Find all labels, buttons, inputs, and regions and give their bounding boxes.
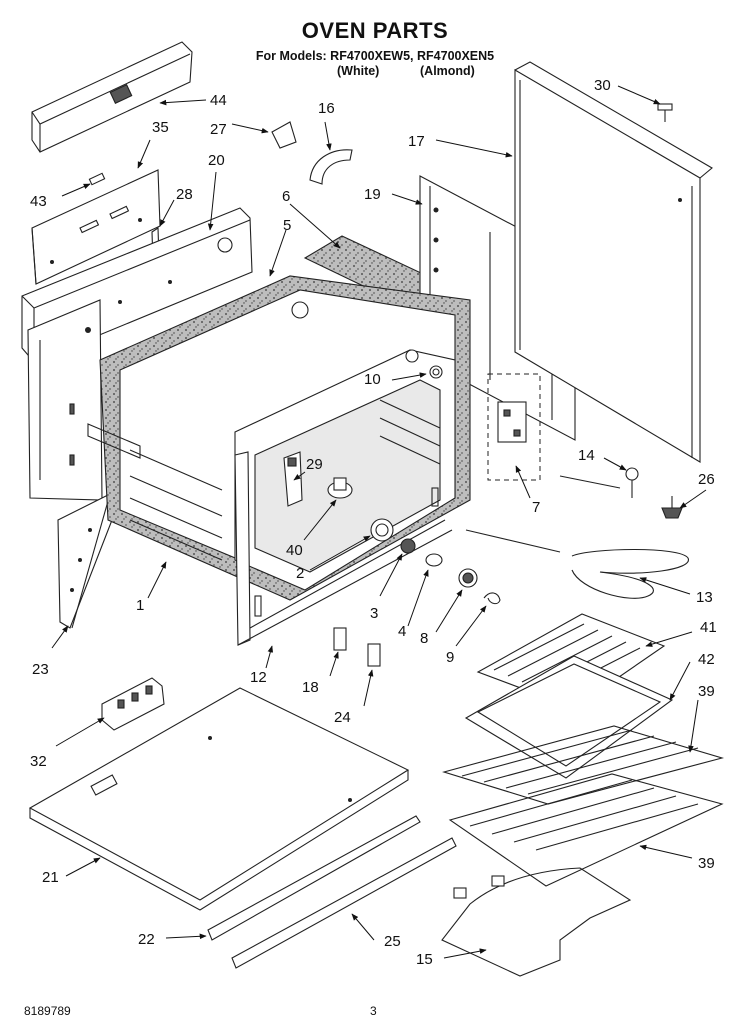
bracket-part-18 [333, 627, 347, 651]
screw-part-30 [657, 103, 673, 122]
callout-32: 32 [30, 753, 47, 770]
callout-18: 18 [302, 679, 319, 696]
callout-40: 40 [286, 542, 303, 559]
callout-23: 23 [32, 661, 49, 678]
callout-19: 19 [364, 186, 381, 203]
sensor-bracket-part-29 [283, 451, 303, 507]
callout-labels: 44 35 43 27 16 20 28 5 6 17 19 30 10 29 … [30, 77, 717, 968]
outer-side-panel-part-17 [514, 61, 713, 463]
light-socket-part-10 [429, 365, 443, 379]
callout-15: 15 [416, 951, 433, 968]
callout-35: 35 [152, 119, 169, 136]
callout-17: 17 [408, 133, 425, 150]
callout-25: 25 [384, 933, 401, 950]
leveling-leg-part-26 [661, 496, 683, 519]
callout-5: 5 [283, 217, 291, 234]
lamp-housing-part-2 [370, 518, 394, 542]
bracket-part-43 [88, 172, 106, 186]
callout-7: 7 [532, 499, 540, 516]
callout-30: 30 [594, 77, 611, 94]
rail-part-25 [231, 837, 457, 969]
bottom-panel-part-21 [28, 687, 410, 911]
callout-39-upper: 39 [698, 683, 715, 700]
callout-22: 22 [138, 931, 155, 948]
page-title: OVEN PARTS [301, 18, 449, 43]
callout-43: 43 [30, 193, 47, 210]
model-numbers: For Models: RF4700XEW5, RF4700XEN5 [255, 49, 495, 63]
callout-39-lower: 39 [698, 855, 715, 872]
variant-almond-label: (Almond) [420, 64, 475, 78]
callout-8: 8 [420, 630, 428, 647]
oven-vent-part-32 [101, 677, 165, 731]
oven-rack-part-39-lower [448, 773, 724, 887]
callout-28: 28 [176, 186, 193, 203]
bracket-part-24 [367, 643, 381, 667]
clip-part-27 [271, 121, 297, 149]
oven-rack-part-39-upper [442, 725, 725, 805]
callout-42: 42 [698, 651, 715, 668]
bracket-part-23 [57, 493, 113, 629]
callout-26: 26 [698, 471, 715, 488]
vent-trim-part-44 [31, 41, 193, 153]
callout-20: 20 [208, 152, 225, 169]
callout-6: 6 [282, 188, 290, 205]
callout-27: 27 [210, 121, 227, 138]
callout-41: 41 [700, 619, 717, 636]
lens-part-8 [458, 568, 478, 588]
callout-12: 12 [250, 669, 267, 686]
rail-part-22 [207, 815, 421, 941]
callout-3: 3 [370, 605, 378, 622]
callout-2: 2 [296, 565, 304, 582]
vent-tube-part-16 [309, 149, 353, 185]
callout-44: 44 [210, 92, 227, 109]
side-shield-part-5 [27, 299, 103, 501]
callout-21: 21 [42, 869, 59, 886]
clip-part-9 [483, 592, 501, 605]
module-group-part-7 [487, 373, 541, 481]
callout-4: 4 [398, 623, 406, 640]
oven-cavity-part-1 [87, 275, 471, 646]
callout-29: 29 [306, 456, 323, 473]
switch-part-7 [497, 401, 527, 443]
bake-element-part-13 [465, 529, 689, 599]
document-number: 8189789 [24, 1004, 71, 1018]
broil-element-part-15 [441, 867, 632, 977]
callout-14: 14 [578, 447, 595, 464]
page-number: 3 [370, 1004, 377, 1018]
callout-13: 13 [696, 589, 713, 606]
leader-lines [51, 85, 707, 959]
bulb-part-4 [425, 553, 443, 567]
callout-1: 1 [136, 597, 144, 614]
callout-10: 10 [364, 371, 381, 388]
callout-16: 16 [318, 100, 335, 117]
callout-9: 9 [446, 649, 454, 666]
sensor-probe-part-14 [559, 467, 639, 498]
lamp-socket-part-3 [400, 538, 416, 554]
thermostat-part-40 [327, 477, 353, 499]
variant-white-label: (White) [337, 64, 380, 78]
callout-24: 24 [334, 709, 351, 726]
